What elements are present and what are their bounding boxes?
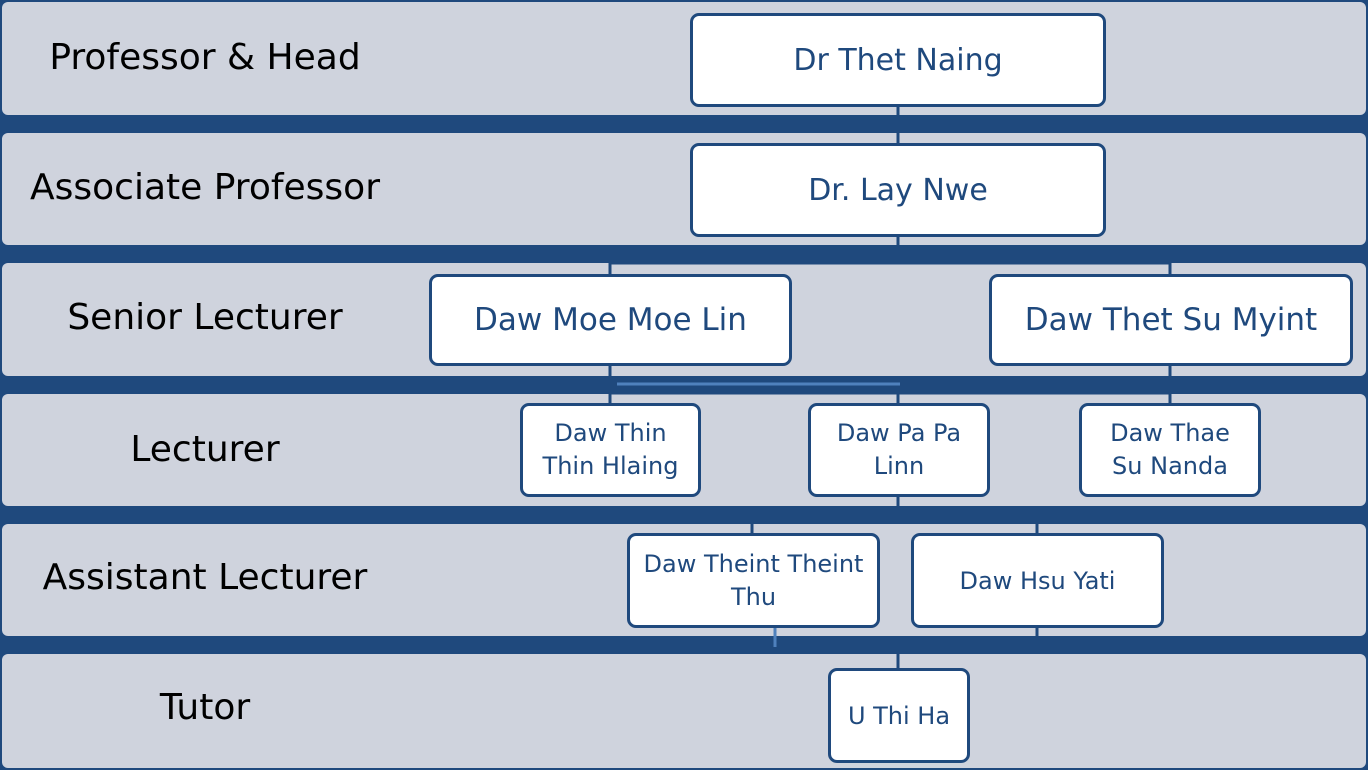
person-name: U Thi Ha (847, 701, 951, 730)
person-box-senior-lecturer-2: Daw Thet Su Myint (989, 274, 1353, 366)
person-name: Daw Moe Moe Lin (474, 302, 747, 338)
band-professor-head (2, 2, 1366, 115)
rank-senior-lecturer: Senior Lecturer (67, 297, 343, 338)
person-box-assistant-lecturer-2: Daw Hsu Yati (911, 533, 1164, 628)
person-box-senior-lecturer-1: Daw Moe Moe Lin (429, 274, 792, 366)
person-name: Daw Thin Thin Hlaing (542, 419, 679, 480)
person-box-associate-professor: Dr. Lay Nwe (690, 143, 1106, 237)
rank-associate-professor: Associate Professor (30, 167, 380, 208)
person-name: Daw Hsu Yati (959, 566, 1116, 595)
person-box-lecturer-2: Daw Pa Pa Linn (808, 403, 990, 497)
rank-professor-head: Professor & Head (49, 37, 361, 78)
person-box-lecturer-1: Daw Thin Thin Hlaing (520, 403, 701, 497)
rank-tutor: Tutor (159, 687, 251, 728)
person-box-head: Dr Thet Naing (690, 13, 1106, 107)
person-name: Dr. Lay Nwe (808, 172, 988, 208)
person-box-lecturer-3: Daw Thae Su Nanda (1079, 403, 1261, 497)
person-name: Daw Pa Pa Linn (836, 419, 962, 480)
person-name: Daw Theint Theint Thu (643, 549, 864, 611)
person-name: Daw Thae Su Nanda (1110, 419, 1230, 480)
person-box-tutor: U Thi Ha (828, 668, 970, 763)
person-name: Dr Thet Naing (793, 42, 1003, 78)
band-associate-professor (2, 133, 1366, 245)
band-tutor (2, 654, 1366, 768)
person-name: Daw Thet Su Myint (1024, 302, 1318, 338)
person-box-assistant-lecturer-1: Daw Theint Theint Thu (627, 533, 880, 628)
rank-lecturer: Lecturer (130, 429, 280, 470)
rank-assistant-lecturer: Assistant Lecturer (42, 557, 368, 598)
